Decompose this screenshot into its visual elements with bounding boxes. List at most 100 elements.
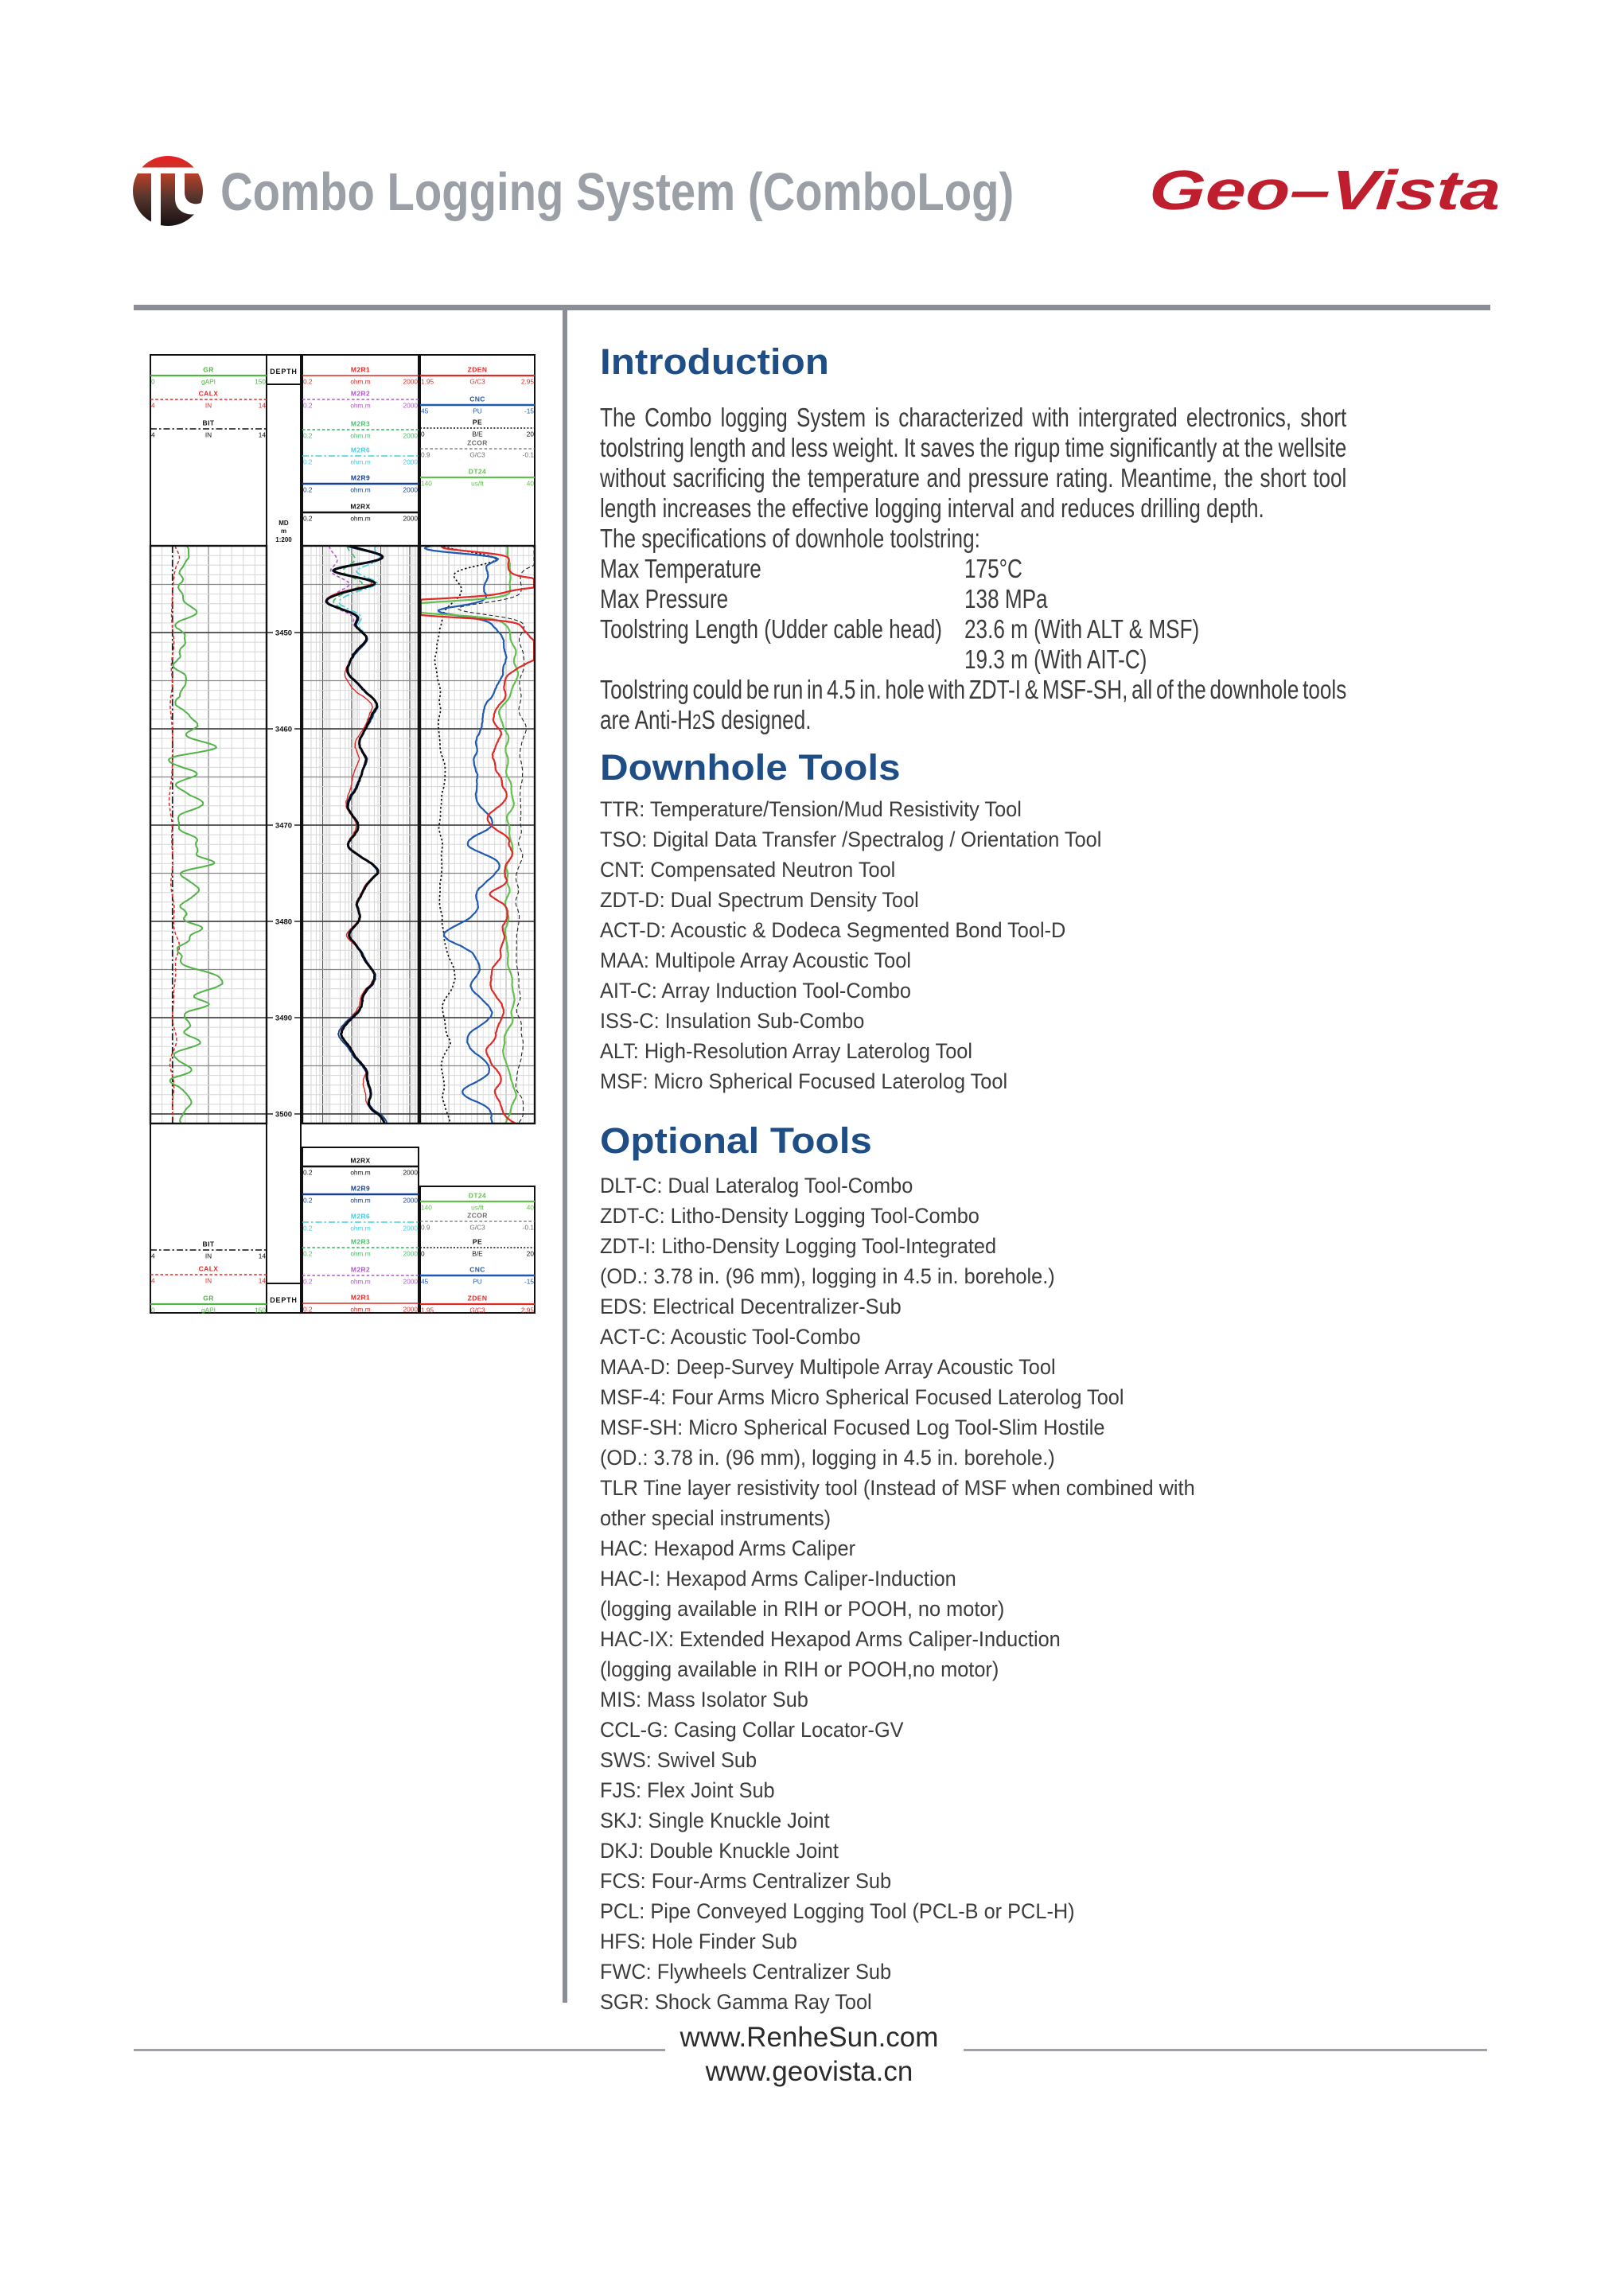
svg-text:gAPI: gAPI: [201, 1306, 216, 1314]
svg-text:4: 4: [151, 402, 155, 410]
svg-text:0: 0: [151, 1306, 155, 1314]
svg-text:MD: MD: [278, 520, 289, 527]
svg-text:ZDEN: ZDEN: [468, 366, 488, 374]
svg-text:14: 14: [259, 402, 267, 410]
svg-text:ohm.m: ohm.m: [350, 1250, 370, 1258]
svg-text:M2R6: M2R6: [351, 1213, 370, 1221]
svg-text:-0.1: -0.1: [523, 1224, 535, 1232]
svg-text:3470: 3470: [275, 822, 292, 831]
svg-text:40: 40: [527, 480, 535, 488]
svg-text:ohm.m: ohm.m: [350, 515, 370, 523]
svg-text:45: 45: [421, 1278, 429, 1286]
svg-text:DT24: DT24: [469, 468, 486, 476]
svg-text:2000: 2000: [403, 402, 419, 410]
svg-text:ohm.m: ohm.m: [350, 1225, 370, 1232]
svg-text:2000: 2000: [403, 1306, 419, 1314]
svg-text:PE: PE: [473, 1238, 482, 1246]
svg-text:M2RX: M2RX: [350, 1157, 370, 1165]
svg-text:ZCOR: ZCOR: [467, 1212, 488, 1220]
svg-text:ZDEN: ZDEN: [468, 1295, 488, 1303]
svg-text:ohm.m: ohm.m: [350, 432, 370, 440]
svg-text:0: 0: [421, 430, 425, 438]
svg-text:G/C3: G/C3: [469, 451, 485, 459]
svg-text:-15: -15: [524, 407, 534, 415]
svg-text:BIT: BIT: [203, 1240, 215, 1248]
svg-text:M2R6: M2R6: [351, 446, 370, 454]
svg-text:0: 0: [421, 1250, 425, 1258]
svg-text:G/C3: G/C3: [469, 1306, 485, 1314]
svg-text:3460: 3460: [275, 726, 292, 734]
svg-text:2000: 2000: [403, 515, 419, 523]
svg-text:0.2: 0.2: [303, 486, 313, 494]
svg-text:ohm.m: ohm.m: [350, 458, 370, 466]
svg-text:3490: 3490: [275, 1014, 292, 1023]
svg-text:ohm.m: ohm.m: [350, 1169, 370, 1177]
svg-text:M2R1: M2R1: [351, 366, 370, 374]
svg-text:4: 4: [151, 1277, 155, 1285]
svg-text:M2R2: M2R2: [351, 390, 370, 398]
svg-text:ohm.m: ohm.m: [350, 1306, 370, 1314]
svg-text:ohm.m: ohm.m: [350, 402, 370, 410]
svg-text:2000: 2000: [403, 378, 419, 386]
svg-text:M2R9: M2R9: [351, 1185, 370, 1193]
svg-text:14: 14: [259, 1277, 267, 1285]
svg-text:20: 20: [527, 1250, 535, 1258]
svg-text:2.95: 2.95: [521, 1306, 535, 1314]
svg-text:2000: 2000: [403, 432, 419, 440]
svg-text:m: m: [281, 528, 286, 535]
svg-text:2000: 2000: [403, 1250, 419, 1258]
svg-text:BIT: BIT: [203, 419, 215, 427]
svg-text:3450: 3450: [275, 629, 292, 638]
svg-text:0.2: 0.2: [303, 402, 313, 410]
svg-text:CNC: CNC: [469, 1266, 485, 1274]
svg-text:40: 40: [527, 1204, 535, 1212]
svg-text:G/C3: G/C3: [469, 378, 485, 386]
svg-text:20: 20: [527, 430, 535, 438]
svg-text:PE: PE: [473, 419, 482, 426]
svg-text:-0.1: -0.1: [523, 451, 535, 459]
svg-text:IN: IN: [205, 402, 212, 410]
svg-text:M2R3: M2R3: [351, 1238, 370, 1246]
svg-text:CALX: CALX: [199, 1265, 219, 1273]
svg-text:0.2: 0.2: [303, 378, 313, 386]
svg-text:M2RX: M2RX: [350, 503, 370, 511]
svg-text:ohm.m: ohm.m: [350, 486, 370, 494]
svg-text:150: 150: [255, 1306, 266, 1314]
svg-text:1:200: 1:200: [275, 536, 292, 543]
svg-text:us/ft: us/ft: [471, 480, 484, 488]
svg-text:14: 14: [259, 1252, 267, 1260]
svg-text:0.2: 0.2: [303, 1278, 313, 1286]
svg-text:-15: -15: [524, 1278, 534, 1286]
svg-text:IN: IN: [205, 1252, 212, 1260]
svg-text:IN: IN: [205, 1277, 212, 1285]
svg-text:ohm.m: ohm.m: [350, 378, 370, 386]
svg-text:DT24: DT24: [469, 1192, 486, 1200]
svg-text:M2R2: M2R2: [351, 1266, 370, 1274]
svg-text:gAPI: gAPI: [201, 378, 216, 386]
svg-text:14: 14: [259, 431, 267, 439]
svg-text:DEPTH: DEPTH: [270, 1296, 298, 1304]
svg-text:PU: PU: [473, 1278, 482, 1286]
svg-text:3480: 3480: [275, 918, 292, 927]
svg-text:45: 45: [421, 407, 429, 415]
svg-text:DEPTH: DEPTH: [270, 368, 298, 376]
svg-text:2000: 2000: [403, 1197, 419, 1205]
svg-text:CNC: CNC: [469, 395, 485, 403]
svg-text:4: 4: [151, 431, 155, 439]
svg-text:2000: 2000: [403, 458, 419, 466]
svg-text:2000: 2000: [403, 1278, 419, 1286]
svg-text:0.2: 0.2: [303, 458, 313, 466]
svg-text:0.9: 0.9: [421, 451, 430, 459]
svg-text:150: 150: [255, 378, 266, 386]
svg-text:0.2: 0.2: [303, 1306, 313, 1314]
svg-text:us/ft: us/ft: [471, 1204, 484, 1212]
svg-text:1.95: 1.95: [421, 1306, 434, 1314]
svg-text:0: 0: [151, 378, 155, 386]
svg-text:IN: IN: [205, 431, 212, 439]
svg-text:ohm.m: ohm.m: [350, 1197, 370, 1205]
svg-text:M2R3: M2R3: [351, 420, 370, 428]
svg-text:M2R9: M2R9: [351, 474, 370, 482]
svg-text:ZCOR: ZCOR: [467, 439, 488, 447]
svg-text:GR: GR: [203, 366, 214, 374]
svg-text:0.2: 0.2: [303, 1250, 313, 1258]
